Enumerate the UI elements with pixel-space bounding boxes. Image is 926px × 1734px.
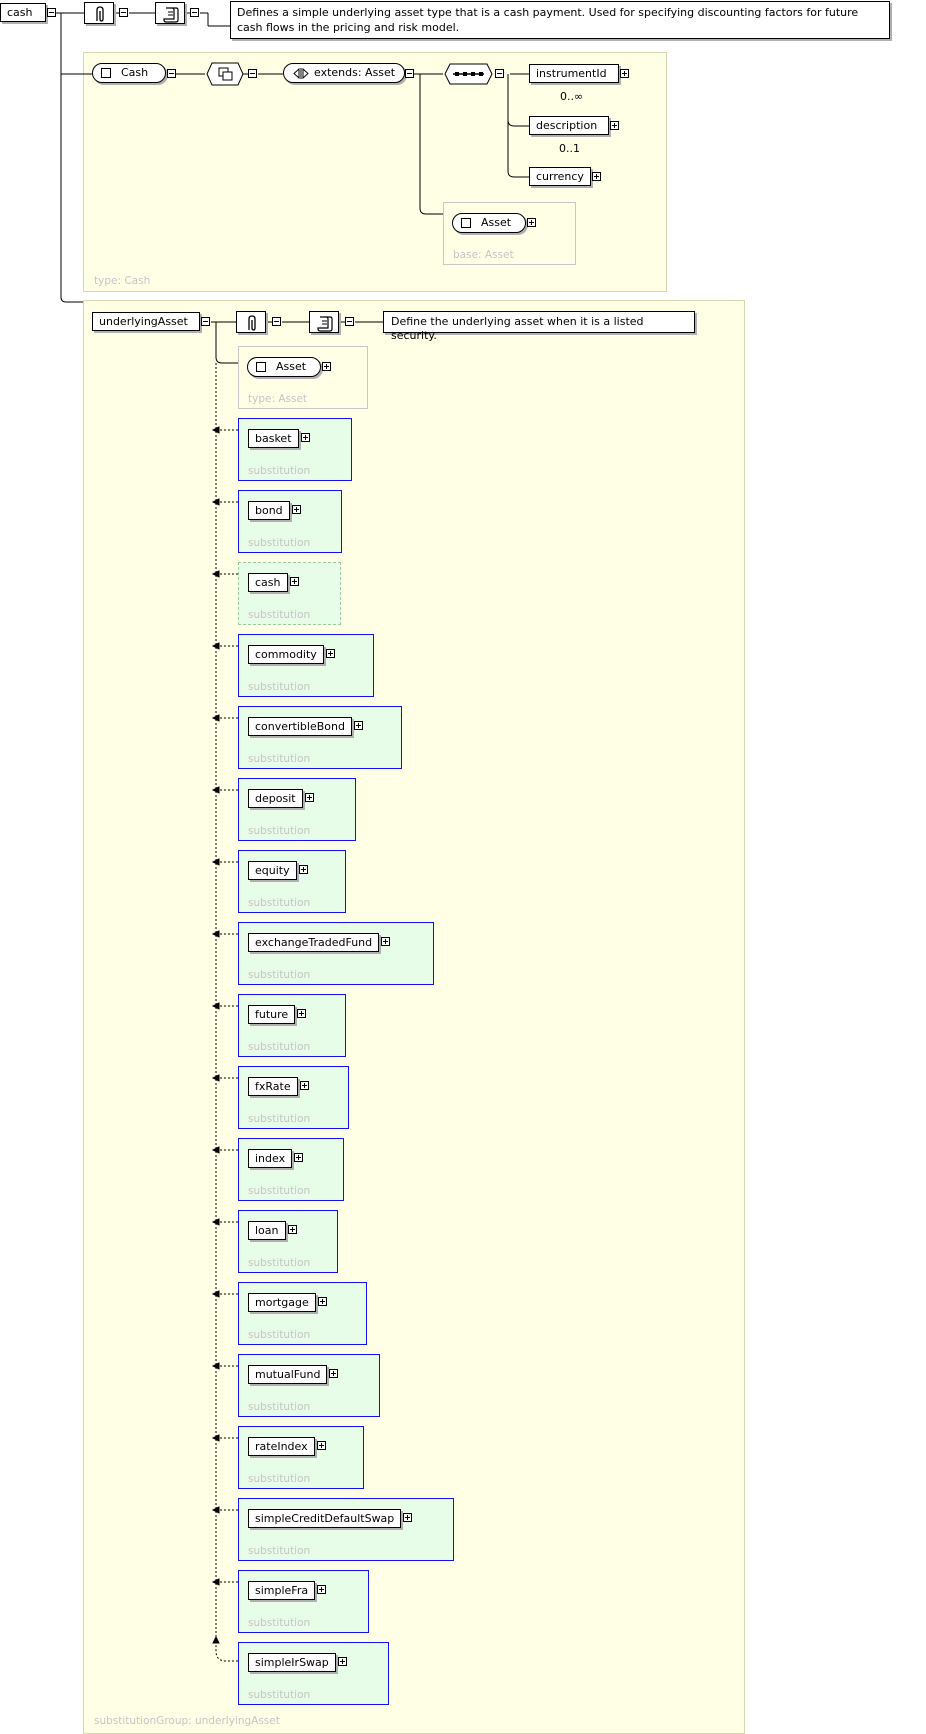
expand-toggle[interactable]	[301, 433, 310, 442]
complex-type-asset[interactable]: Asset	[247, 357, 321, 377]
expand-toggle[interactable]	[297, 1009, 306, 1018]
expand-toggle[interactable]	[592, 172, 601, 181]
substitution-exchange-traded-fund: exchangeTradedFund substitution	[238, 922, 434, 985]
annotation-paperclip-icon[interactable]	[84, 2, 114, 24]
element-equity[interactable]: equity	[248, 861, 297, 880]
substitution-simple-fra: simpleFra substitution	[238, 1570, 369, 1633]
collapse-toggle[interactable]	[345, 317, 354, 326]
substitution-convertible-bond: convertibleBond substitution	[238, 706, 402, 769]
element-underlying-asset[interactable]: underlyingAsset	[92, 312, 200, 331]
expand-toggle[interactable]	[300, 1081, 309, 1090]
expand-toggle[interactable]	[326, 649, 335, 658]
collapse-toggle[interactable]	[248, 69, 257, 78]
documentation-text: Define the underlying asset when it is a…	[383, 311, 695, 342]
substitution-basket: basket substitution	[238, 418, 352, 481]
expand-toggle[interactable]	[610, 121, 619, 130]
type-asset-box: type: Asset	[238, 346, 368, 409]
element-deposit[interactable]: deposit	[248, 789, 303, 808]
collapse-toggle[interactable]	[405, 69, 414, 78]
documentation-text: Defines a simple underlying asset type t…	[230, 1, 890, 39]
complex-type-icon	[256, 362, 266, 372]
expand-toggle[interactable]	[290, 577, 299, 586]
expand-toggle[interactable]	[317, 1441, 326, 1450]
extension-asset[interactable]: extends: Asset	[283, 63, 405, 83]
collapse-toggle[interactable]	[495, 69, 504, 78]
element-description[interactable]: description	[529, 116, 609, 135]
substitution-deposit: deposit substitution	[238, 778, 356, 841]
collapse-toggle[interactable]	[201, 317, 210, 326]
collapse-toggle[interactable]	[47, 8, 56, 17]
element-fx-rate[interactable]: fxRate	[248, 1077, 298, 1096]
substitution-simple-credit-default-swap: simpleCreditDefaultSwap substitution	[238, 1498, 454, 1561]
documentation-scroll-icon[interactable]	[155, 2, 185, 24]
base-type-box: base: Asset	[443, 202, 576, 265]
complex-type-icon	[461, 218, 471, 228]
expand-toggle[interactable]	[403, 1513, 412, 1522]
collapse-toggle[interactable]	[272, 317, 281, 326]
expand-toggle[interactable]	[322, 362, 331, 371]
element-currency[interactable]: currency	[529, 167, 591, 186]
complex-type-icon	[101, 68, 111, 78]
element-exchange-traded-fund[interactable]: exchangeTradedFund	[248, 933, 380, 952]
choice-compositor-icon[interactable]	[205, 62, 245, 86]
substitution-mutual-fund: mutualFund substitution	[238, 1354, 380, 1417]
expand-toggle[interactable]	[620, 69, 629, 78]
collapse-toggle[interactable]	[119, 8, 128, 17]
expand-toggle[interactable]	[299, 865, 308, 874]
occurrence-label: 0..∞	[560, 90, 584, 103]
substitution-equity: equity substitution	[238, 850, 346, 913]
substitution-future: future substitution	[238, 994, 346, 1057]
element-mutual-fund[interactable]: mutualFund	[248, 1365, 328, 1384]
expand-toggle[interactable]	[288, 1225, 297, 1234]
expand-toggle[interactable]	[329, 1369, 338, 1378]
substitution-fx-rate: fxRate substitution	[238, 1066, 349, 1129]
element-basket[interactable]: basket	[248, 429, 299, 448]
element-bond[interactable]: bond	[248, 501, 290, 520]
element-convertible-bond[interactable]: convertibleBond	[248, 717, 352, 736]
element-index[interactable]: index	[248, 1149, 293, 1168]
expand-toggle[interactable]	[292, 505, 301, 514]
substitution-cash: cash substitution	[238, 562, 341, 625]
element-rate-index[interactable]: rateIndex	[248, 1437, 315, 1456]
expand-toggle[interactable]	[381, 937, 390, 946]
element-mortgage[interactable]: mortgage	[248, 1293, 316, 1312]
expand-toggle[interactable]	[527, 218, 536, 227]
element-cash[interactable]: cash	[0, 3, 46, 22]
element-simple-fra[interactable]: simpleFra	[248, 1581, 316, 1600]
sequence-compositor-icon[interactable]	[443, 63, 495, 85]
occurrence-label: 0..1	[559, 142, 580, 155]
annotation-paperclip-icon[interactable]	[236, 311, 266, 333]
substitution-commodity: commodity substitution	[238, 634, 374, 697]
element-future[interactable]: future	[248, 1005, 296, 1024]
substitution-simple-ir-swap: simpleIrSwap substitution	[238, 1642, 389, 1705]
substitution-bond: bond substitution	[238, 490, 342, 553]
collapse-toggle[interactable]	[190, 8, 199, 17]
element-instrument-id[interactable]: instrumentId	[529, 64, 619, 83]
expand-toggle[interactable]	[294, 1153, 303, 1162]
expand-toggle[interactable]	[305, 793, 314, 802]
type-label: type: Cash	[94, 275, 151, 287]
complex-type-asset[interactable]: Asset	[452, 213, 526, 233]
extension-arrows-icon	[293, 68, 309, 79]
substitution-group-label: substitutionGroup: underlyingAsset	[94, 1715, 280, 1727]
substitution-mortgage: mortgage substitution	[238, 1282, 367, 1345]
element-cash-substitute[interactable]: cash	[248, 573, 288, 592]
expand-toggle[interactable]	[317, 1585, 326, 1594]
element-simple-ir-swap[interactable]: simpleIrSwap	[248, 1653, 336, 1672]
documentation-scroll-icon[interactable]	[309, 311, 339, 333]
substitution-rate-index: rateIndex substitution	[238, 1426, 364, 1489]
expand-toggle[interactable]	[318, 1297, 327, 1306]
complex-type-cash[interactable]: Cash	[92, 63, 166, 83]
expand-toggle[interactable]	[354, 721, 363, 730]
element-loan[interactable]: loan	[248, 1221, 286, 1240]
element-simple-credit-default-swap[interactable]: simpleCreditDefaultSwap	[248, 1509, 402, 1528]
collapse-toggle[interactable]	[167, 69, 176, 78]
substitution-loan: loan substitution	[238, 1210, 338, 1273]
element-commodity[interactable]: commodity	[248, 645, 324, 664]
expand-toggle[interactable]	[338, 1657, 347, 1666]
substitution-index: index substitution	[238, 1138, 344, 1201]
substitution-group-panel: substitutionGroup: underlyingAsset	[83, 300, 745, 1734]
